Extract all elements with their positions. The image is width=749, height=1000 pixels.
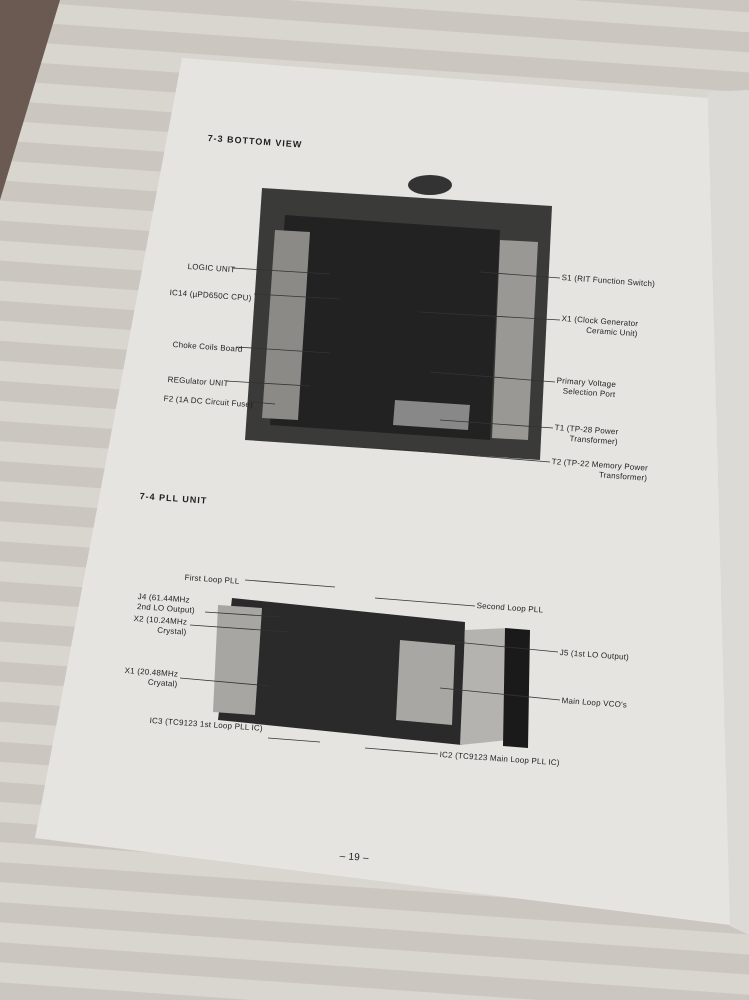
pll-connector-block	[503, 628, 530, 748]
chassis-interior	[270, 215, 500, 440]
chassis-side-right	[492, 240, 538, 440]
transformer	[393, 400, 470, 430]
corner-shadow	[0, 0, 60, 200]
tuning-knob	[408, 175, 452, 195]
page-number: – 19 –	[339, 851, 370, 864]
pll-bracket-right	[460, 628, 510, 745]
pll-bracket-left	[213, 605, 262, 715]
facing-page	[708, 90, 749, 935]
paper-page	[35, 58, 730, 925]
leader-lines	[179, 267, 561, 755]
chassis-side-left	[262, 230, 310, 420]
vco-shield	[396, 640, 455, 725]
